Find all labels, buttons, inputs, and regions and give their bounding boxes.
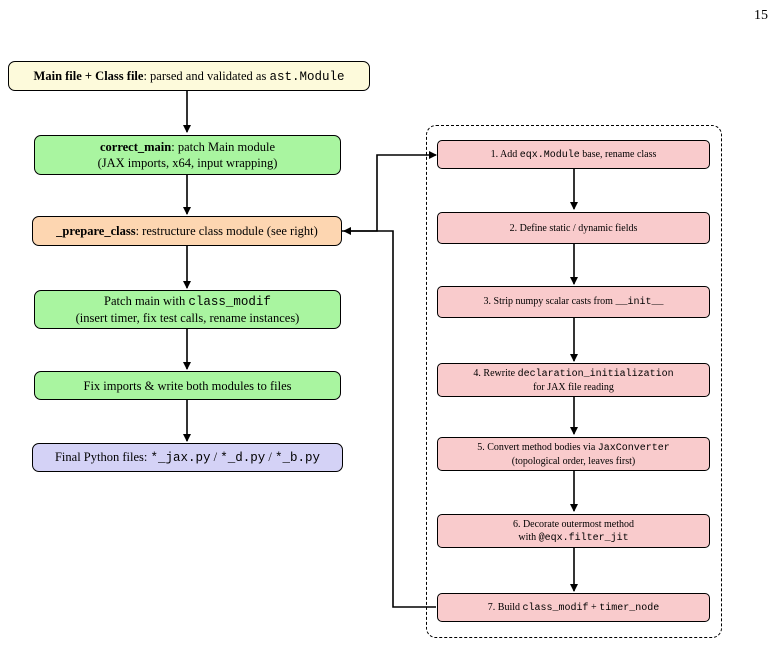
- step-6-box: 6. Decorate outermost method with @eqx.f…: [437, 514, 710, 548]
- class-restructure-steps-group: [426, 125, 722, 638]
- step-7-box: 7. Build class_modif + timer_node: [437, 593, 710, 622]
- fix-imports-box: Fix imports & write both modules to file…: [34, 371, 341, 400]
- arrow-step7-to-prepare: [343, 227, 436, 608]
- step-2-box: 2. Define static / dynamic fields: [437, 212, 710, 244]
- step-4-box: 4. Rewrite declaration_initialization fo…: [437, 363, 710, 397]
- prepare-class-box: _prepare_class: restructure class module…: [32, 216, 342, 246]
- patch-main-box: Patch main with class_modif (insert time…: [34, 290, 341, 329]
- step-5-box: 5. Convert method bodies via JaxConverte…: [437, 437, 710, 471]
- correct-main-box: correct_main: patch Main module (JAX imp…: [34, 135, 341, 175]
- arrow-prepare-to-step1: [342, 151, 437, 232]
- input-files-box: Main file + Class file: parsed and valid…: [8, 61, 370, 91]
- page-number: 15: [754, 8, 768, 23]
- final-files-box: Final Python files: *_jax.py / *_d.py / …: [32, 443, 343, 472]
- step-3-box: 3. Strip numpy scalar casts from __init_…: [437, 286, 710, 318]
- step-1-box: 1. Add eqx.Module base, rename class: [437, 140, 710, 169]
